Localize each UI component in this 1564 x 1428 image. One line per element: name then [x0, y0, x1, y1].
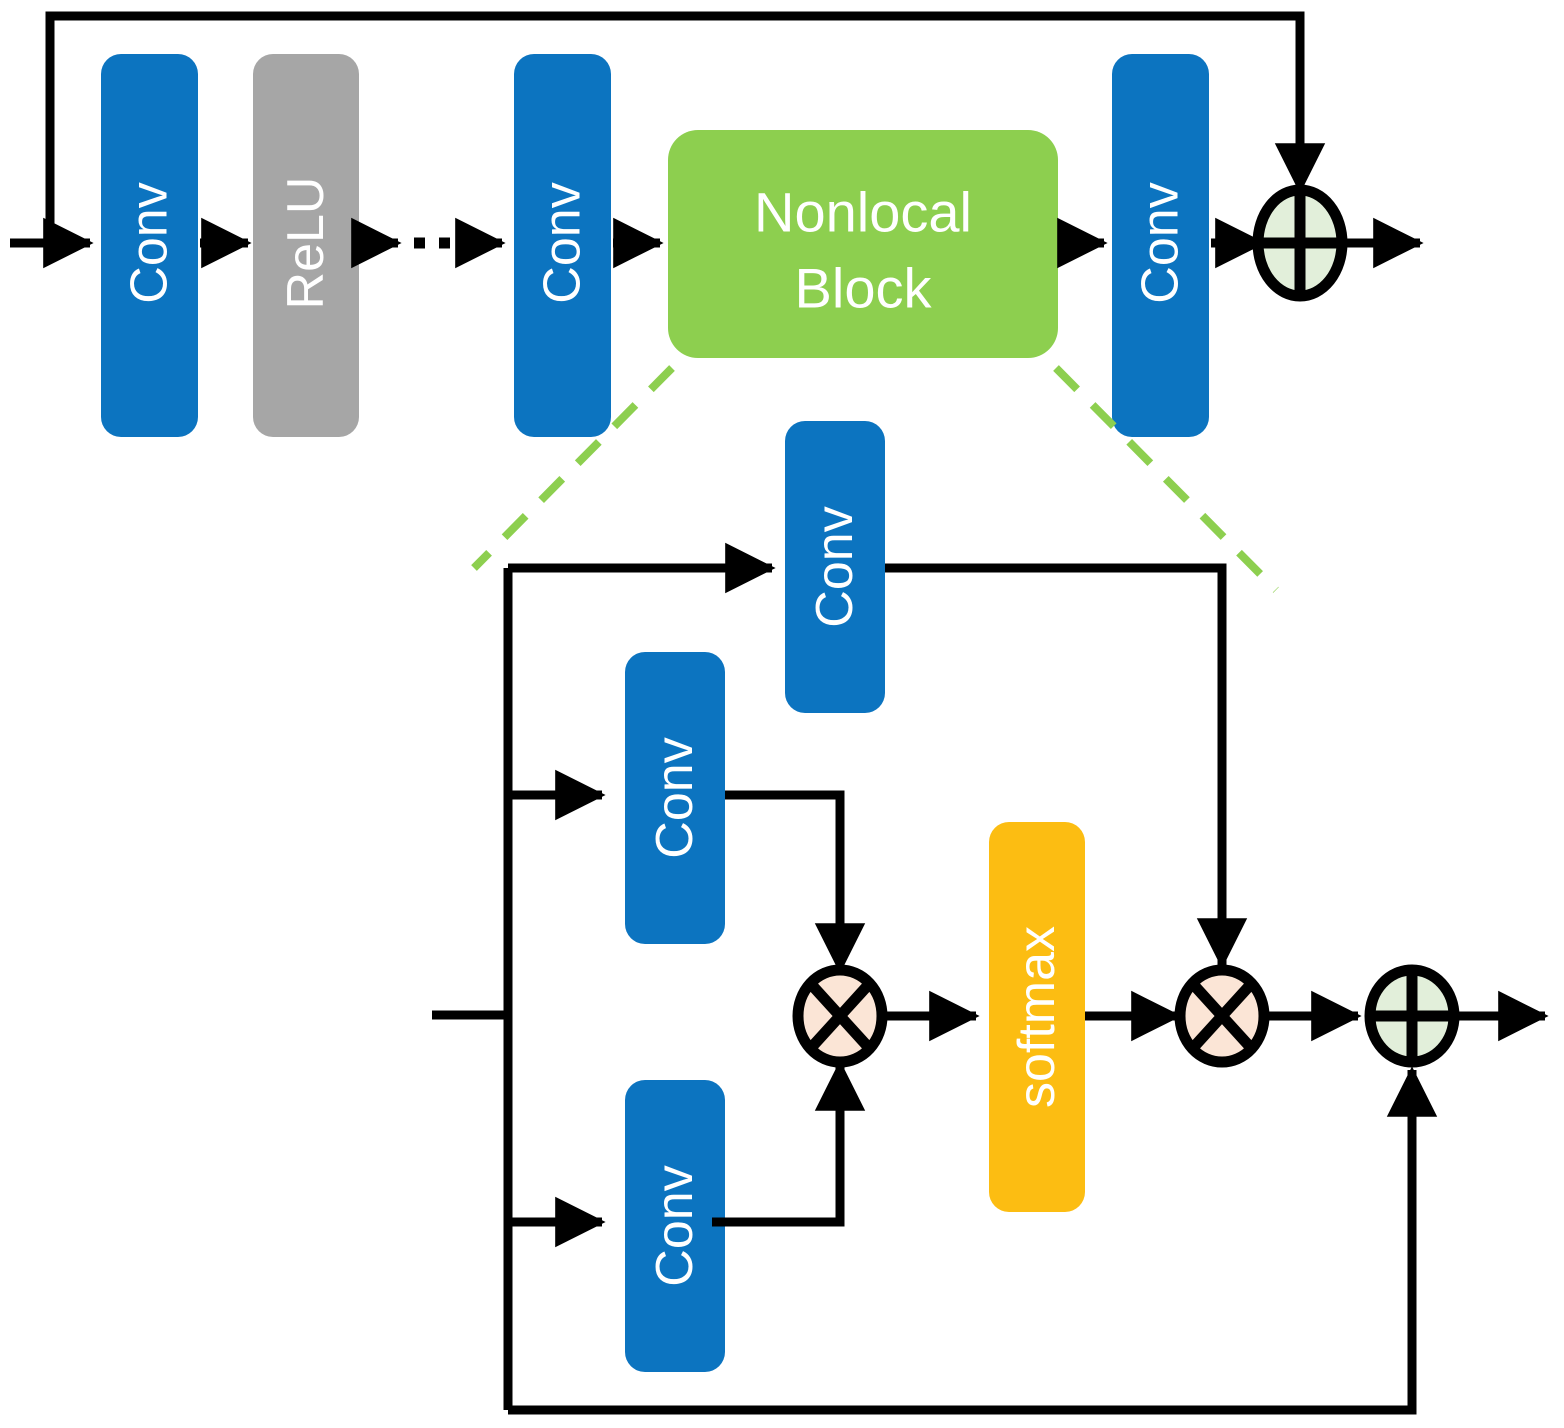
block-softmax-label: softmax [1008, 926, 1066, 1108]
operator-multiply-1[interactable] [792, 964, 888, 1068]
wire-conv-p-to-mul1 [712, 1060, 866, 1227]
block-conv-g-label: Conv [806, 506, 864, 627]
block-conv-p-label: Conv [646, 1165, 704, 1286]
operator-add-top[interactable] [1252, 184, 1348, 302]
block-conv-p[interactable]: Conv [625, 1080, 725, 1372]
block-relu-1[interactable]: ReLU [253, 54, 359, 437]
operator-add-bottom[interactable] [1364, 964, 1460, 1068]
block-conv-g[interactable]: Conv [785, 421, 885, 713]
top-skip-connection [45, 11, 1326, 243]
wire-conv-t-to-mul1 [725, 790, 866, 974]
detail-bottom-residual [508, 1066, 1438, 1415]
block-conv-2[interactable]: Conv [514, 54, 611, 437]
leader-line-right [1053, 365, 1279, 593]
leader-line-left [471, 365, 675, 571]
block-relu-1-label: ReLU [277, 177, 335, 310]
block-conv-2-label: Conv [534, 182, 592, 303]
block-conv-t-label: Conv [646, 737, 704, 858]
block-nonlocal-label-line1: Nonlocal [754, 181, 972, 244]
block-conv-1-label: Conv [121, 182, 179, 303]
operator-multiply-2[interactable] [1174, 964, 1270, 1068]
block-conv-3-label: Conv [1132, 182, 1190, 303]
block-nonlocal-label-line2: Block [795, 257, 933, 320]
wire-conv-g-to-mul2 [885, 563, 1248, 969]
block-softmax[interactable]: softmax [989, 822, 1085, 1212]
block-conv-1[interactable]: Conv [101, 54, 198, 437]
block-nonlocal[interactable]: Nonlocal Block [668, 130, 1058, 358]
block-conv-3[interactable]: Conv [1112, 54, 1209, 437]
block-conv-t[interactable]: Conv [625, 652, 725, 944]
